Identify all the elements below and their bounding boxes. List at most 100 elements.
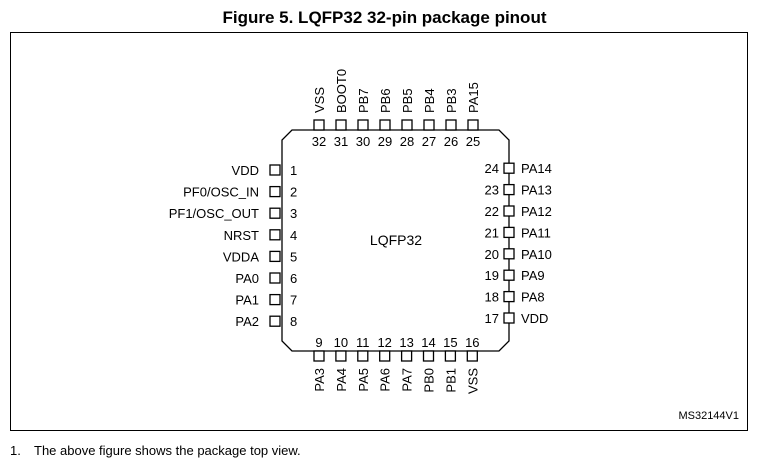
pin-3-number: 3 — [290, 206, 297, 221]
pin-12-pad — [379, 350, 391, 362]
pin-24-name: PA14 — [521, 161, 552, 176]
pin-22-name: PA12 — [521, 204, 552, 219]
pin-8-pad — [269, 315, 281, 327]
pin-19-number: 19 — [485, 268, 499, 283]
pin-30-name: PB7 — [356, 88, 371, 113]
pin-26-number: 26 — [444, 134, 458, 149]
pin-29-name: PB6 — [378, 88, 393, 113]
pin-10-name: PA4 — [334, 368, 349, 392]
pin-5-name: VDDA — [223, 249, 259, 264]
pin-17-name: VDD — [521, 311, 548, 326]
pin-8-number: 8 — [290, 314, 297, 329]
pin-23-name: PA13 — [521, 183, 552, 198]
pin-29-number: 29 — [378, 134, 392, 149]
pin-28-pad — [401, 119, 413, 131]
chip-body — [281, 129, 510, 352]
pin-18-name: PA8 — [521, 290, 545, 305]
pin-1-number: 1 — [290, 163, 297, 178]
pin-19-pad — [503, 269, 515, 281]
pin-9-pad — [313, 350, 325, 362]
pin-1-name: VDD — [232, 163, 259, 178]
pin-11-number: 11 — [356, 335, 370, 350]
pin-20-pad — [503, 248, 515, 260]
pin-5-pad — [269, 250, 281, 263]
pin-14-name: PB0 — [422, 368, 437, 393]
pin-6-pad — [269, 272, 281, 284]
pin-7-number: 7 — [290, 293, 297, 308]
pin-10-pad — [335, 350, 347, 362]
pin-14-pad — [422, 350, 435, 362]
pin-21-name: PA11 — [521, 225, 551, 240]
pin-16-number: 16 — [465, 335, 479, 350]
pin-2-name: PF0/OSC_IN — [183, 185, 259, 200]
pin-14-number: 14 — [421, 335, 435, 350]
pin-31-number: 31 — [334, 134, 348, 149]
pin-2-number: 2 — [290, 185, 297, 200]
pin-27-name: PB4 — [422, 88, 437, 113]
pin-13-name: PA7 — [400, 368, 415, 392]
pin-31-pad — [335, 119, 347, 131]
pin-4-number: 4 — [290, 228, 297, 243]
pin-25-pad — [467, 119, 479, 131]
pin-3-name: PF1/OSC_OUT — [169, 206, 259, 221]
pin-12-name: PA6 — [378, 368, 393, 392]
pin-10-number: 10 — [334, 335, 348, 350]
pin-30-pad — [357, 119, 369, 131]
pin-26-name: PB3 — [444, 88, 459, 113]
pin-18-pad — [503, 290, 515, 303]
pin-23-number: 23 — [485, 183, 499, 198]
pin-26-pad — [445, 119, 457, 131]
pin-17-pad — [503, 312, 515, 324]
pin-6-number: 6 — [290, 271, 297, 286]
pin-7-name: PA1 — [235, 293, 259, 308]
pin-2-pad — [269, 185, 281, 198]
pin-12-number: 12 — [377, 335, 391, 350]
pin-32-pad — [313, 119, 325, 131]
pin-9-name: PA3 — [312, 368, 327, 392]
pin-4-name: NRST — [224, 228, 259, 243]
pin-27-pad — [423, 119, 435, 131]
figure-frame — [10, 32, 748, 431]
pin-32-name: VSS — [312, 87, 327, 113]
pin-13-pad — [400, 350, 413, 362]
pin-11-name: PA5 — [356, 368, 371, 392]
pin-28-name: PB5 — [400, 88, 415, 113]
package-label: LQFP32 — [370, 232, 422, 248]
pin-13-number: 13 — [399, 335, 413, 350]
figure-title: Figure 5. LQFP32 32-pin package pinout — [222, 8, 547, 27]
pin-18-number: 18 — [485, 290, 499, 305]
pin-15-name: PB1 — [443, 368, 458, 393]
pin-5-number: 5 — [290, 249, 297, 264]
pin-20-number: 20 — [485, 247, 499, 262]
pin-16-pad — [466, 350, 478, 362]
pin-20-name: PA10 — [521, 247, 552, 262]
pin-32-number: 32 — [312, 134, 326, 149]
pin-15-number: 15 — [443, 335, 457, 350]
footnote-number: 1. — [10, 443, 21, 458]
pin-24-pad — [503, 162, 515, 174]
pin-24-number: 24 — [485, 161, 499, 176]
pin-1-pad — [269, 164, 281, 176]
pin-19-name: PA9 — [521, 268, 545, 283]
pin-17-number: 17 — [485, 311, 499, 326]
pin-27-number: 27 — [422, 134, 436, 149]
pin-29-pad — [379, 119, 391, 131]
footnote: 1. The above figure shows the package top… — [10, 443, 301, 458]
pin-30-number: 30 — [356, 134, 370, 149]
pin-6-name: PA0 — [235, 271, 259, 286]
pin-25-name: PA15 — [466, 82, 481, 113]
pin-3-pad — [269, 207, 281, 219]
pin-22-pad — [503, 205, 515, 217]
pin-16-name: VSS — [465, 368, 480, 394]
pin-4-pad — [269, 229, 281, 241]
pin-22-number: 22 — [485, 204, 499, 219]
footnote-text: The above figure shows the package top v… — [34, 443, 301, 458]
pin-8-name: PA2 — [235, 314, 259, 329]
pin-31-name: BOOT0 — [334, 69, 349, 113]
pin-7-pad — [269, 293, 281, 306]
pin-11-pad — [357, 350, 369, 362]
pin-28-number: 28 — [400, 134, 414, 149]
reference-code: MS32144V1 — [678, 410, 739, 422]
